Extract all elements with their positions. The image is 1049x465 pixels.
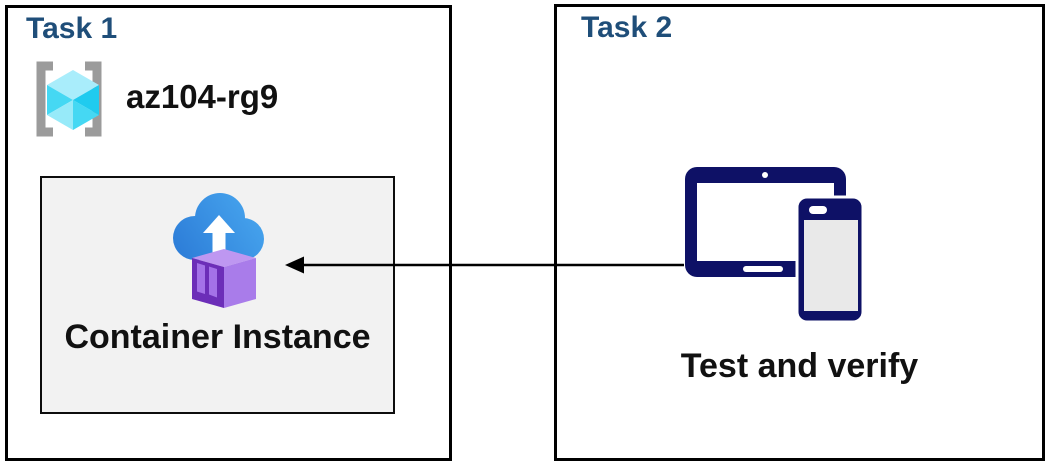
task2-title: Task 2: [581, 11, 673, 44]
task1-box: Task 1 az104-rg9: [5, 5, 452, 461]
phone-speaker: [809, 206, 827, 214]
upload-arrow-icon: [203, 215, 235, 255]
arrow-left-connector: [285, 256, 684, 274]
container-instance-icon: [173, 193, 264, 308]
test-and-verify-label: Test and verify: [680, 347, 919, 385]
container-instance-label: Container Instance: [64, 318, 371, 356]
container-instance-card: Container Instance: [40, 176, 395, 414]
arrow-head-icon: [285, 256, 304, 274]
task1-title: Task 1: [26, 12, 118, 45]
bracket-left: [36, 61, 53, 137]
tablet-home-bar: [743, 266, 783, 272]
devices-tablet-phone-icon: [685, 167, 865, 324]
resource-group-icon: [36, 61, 102, 137]
task2-box: Task 2 Test and verify: [554, 4, 1045, 461]
container-box-icon: [192, 249, 256, 308]
tablet-camera-dot: [762, 172, 768, 178]
phone-screen: [804, 220, 858, 311]
phone-icon: [795, 195, 865, 324]
cube-icon: [47, 70, 99, 130]
resource-group-name: az104-rg9: [126, 78, 279, 115]
